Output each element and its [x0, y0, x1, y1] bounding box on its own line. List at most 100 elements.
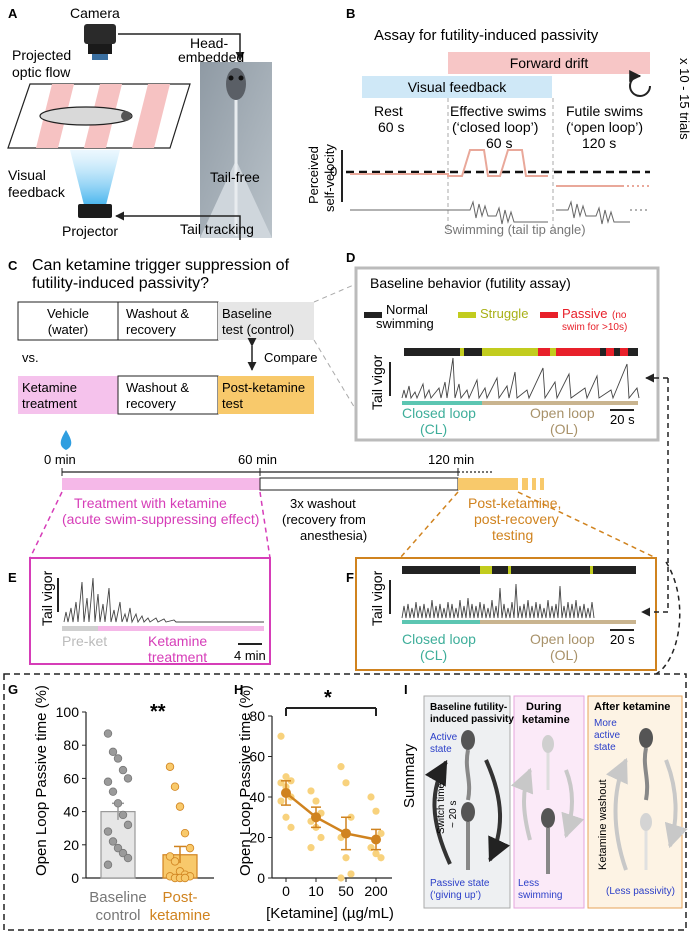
t60-label: 60 min — [238, 452, 277, 467]
g-tick-label: 60 — [63, 770, 79, 786]
post-test-label-3: testing — [492, 527, 533, 543]
washout-label-2: (recovery from — [282, 512, 366, 527]
more-active-2: active — [594, 730, 621, 741]
g-data-point — [170, 782, 180, 791]
to-results-connector — [655, 561, 681, 675]
treatment-bar — [62, 478, 260, 490]
h-data-point — [377, 829, 385, 838]
less-swimming-1: Less — [518, 878, 539, 889]
projector-label: Projector — [62, 223, 118, 239]
question-line-1: Can ketamine trigger suppression of — [32, 257, 290, 274]
baseline-label-2: test (control) — [222, 322, 294, 337]
switch-time-2: ~ 20 s — [448, 800, 459, 828]
effective-label-2: (‘closed loop’) — [452, 119, 538, 135]
tracking-return-arrow — [115, 211, 241, 240]
velocity-trace — [350, 149, 548, 177]
h-data-point — [317, 833, 325, 842]
g-data-point — [123, 853, 133, 863]
panel-f-frame — [355, 557, 657, 671]
h-data-point — [347, 870, 355, 878]
g-tick-label: 80 — [63, 737, 79, 753]
h-data-point — [337, 874, 345, 882]
h-tick-label: 20 — [249, 830, 265, 846]
g-data-point — [108, 747, 118, 757]
scale-label-d: 20 s — [610, 412, 635, 427]
g-chart-marks — [100, 729, 198, 883]
velocity-ylabel-1: Perceived — [306, 146, 321, 204]
vehicle-label-1: Vehicle — [47, 306, 89, 321]
legend-passive-note-2: swim for >10s) — [562, 322, 627, 333]
panel-e: E Tail vigor Pre-ket Ketamine treatment … — [8, 557, 271, 665]
post-label-1: Post-ketamine — [222, 380, 305, 395]
h-mean-point — [281, 787, 291, 798]
post-label-2: test — [222, 396, 243, 411]
washout-label-3: anesthesia) — [300, 528, 367, 543]
h-tick-label: 80 — [249, 708, 265, 724]
closed-loop-label-d-2: (CL) — [420, 421, 447, 437]
effective-label-1: Effective swims — [450, 103, 546, 119]
visual-feedback-label-1: Visual — [8, 167, 46, 183]
compare-label: Compare — [264, 350, 317, 365]
vigor-trace-d — [401, 357, 640, 400]
camera-icon — [84, 24, 116, 60]
h-tick-label: 40 — [249, 789, 265, 805]
vigor-trace-f — [401, 583, 595, 619]
closed-loop-label-d-1: Closed loop — [402, 405, 476, 421]
baseline-label-1: Baseline — [222, 306, 272, 321]
question-line-2: futility-induced passivity? — [32, 275, 209, 292]
projector-beam — [70, 150, 120, 205]
legend-normal-swatch — [364, 312, 382, 318]
g-data-point — [103, 777, 113, 786]
visual-feedback-bar — [362, 76, 552, 98]
effective-label-3: 60 s — [486, 135, 512, 151]
open-loop-bar-f — [480, 620, 636, 624]
washout-label-1: Washout & — [126, 306, 189, 321]
ket-treatment-bar — [98, 626, 264, 631]
g-data-point — [180, 828, 190, 838]
more-active-1: More — [594, 718, 617, 729]
larva-faded-icon — [542, 735, 554, 790]
g-data-point — [113, 843, 123, 853]
futile-label-1: Futile swims — [566, 103, 643, 119]
washout-label-2: recovery — [126, 322, 176, 337]
g-data-point — [118, 848, 128, 858]
panel-letter-f: F — [346, 570, 354, 585]
col3-title: After ketamine — [594, 701, 670, 713]
active-state-1: Active — [430, 732, 458, 743]
legend-passive-note-1: (no — [612, 310, 627, 321]
visual-feedback-bar-label: Visual feedback — [408, 79, 508, 95]
scale-label-e: 4 min — [234, 648, 266, 663]
washout-b-label-2: recovery — [126, 396, 176, 411]
post-ketamine-box — [218, 376, 314, 414]
panel-letter-e: E — [8, 570, 17, 585]
panel-letter-d: D — [346, 250, 355, 265]
g-tick-label: 40 — [63, 804, 79, 820]
open-loop-label-d-1: Open loop — [530, 405, 595, 421]
closed-loop-label-f-1: Closed loop — [402, 631, 476, 647]
rest-label-1: Rest — [374, 103, 403, 119]
legend-struggle-swatch — [458, 312, 476, 318]
futile-label-2: (‘open loop’) — [566, 119, 643, 135]
g-tick-label: 20 — [63, 837, 79, 853]
scale-label-f: 20 s — [610, 632, 635, 647]
compare-connector — [641, 378, 669, 617]
open-loop-bar-d — [482, 401, 638, 405]
behavior-state-bar — [404, 348, 638, 356]
vehicle-box — [17, 301, 119, 341]
g-data-point — [175, 802, 185, 811]
h-mean-point — [371, 834, 381, 845]
tail-vigor-label-e: Tail vigor — [39, 570, 55, 626]
col2-title-2: ketamine — [522, 714, 570, 726]
swim-trace — [350, 200, 548, 225]
g-data-point — [103, 860, 113, 869]
h-significance: * — [324, 687, 332, 709]
t120-label: 120 min — [428, 452, 474, 467]
optic-flow-label-2: optic flow — [12, 64, 71, 80]
panel-d: D Baseline behavior (futility assay) Nor… — [313, 250, 660, 442]
h-xlabel: [Ketamine] (µg/mL) — [266, 905, 394, 922]
washout-b-label-1: Washout & — [126, 380, 189, 395]
ketamine-label-2: treatment — [22, 396, 77, 411]
